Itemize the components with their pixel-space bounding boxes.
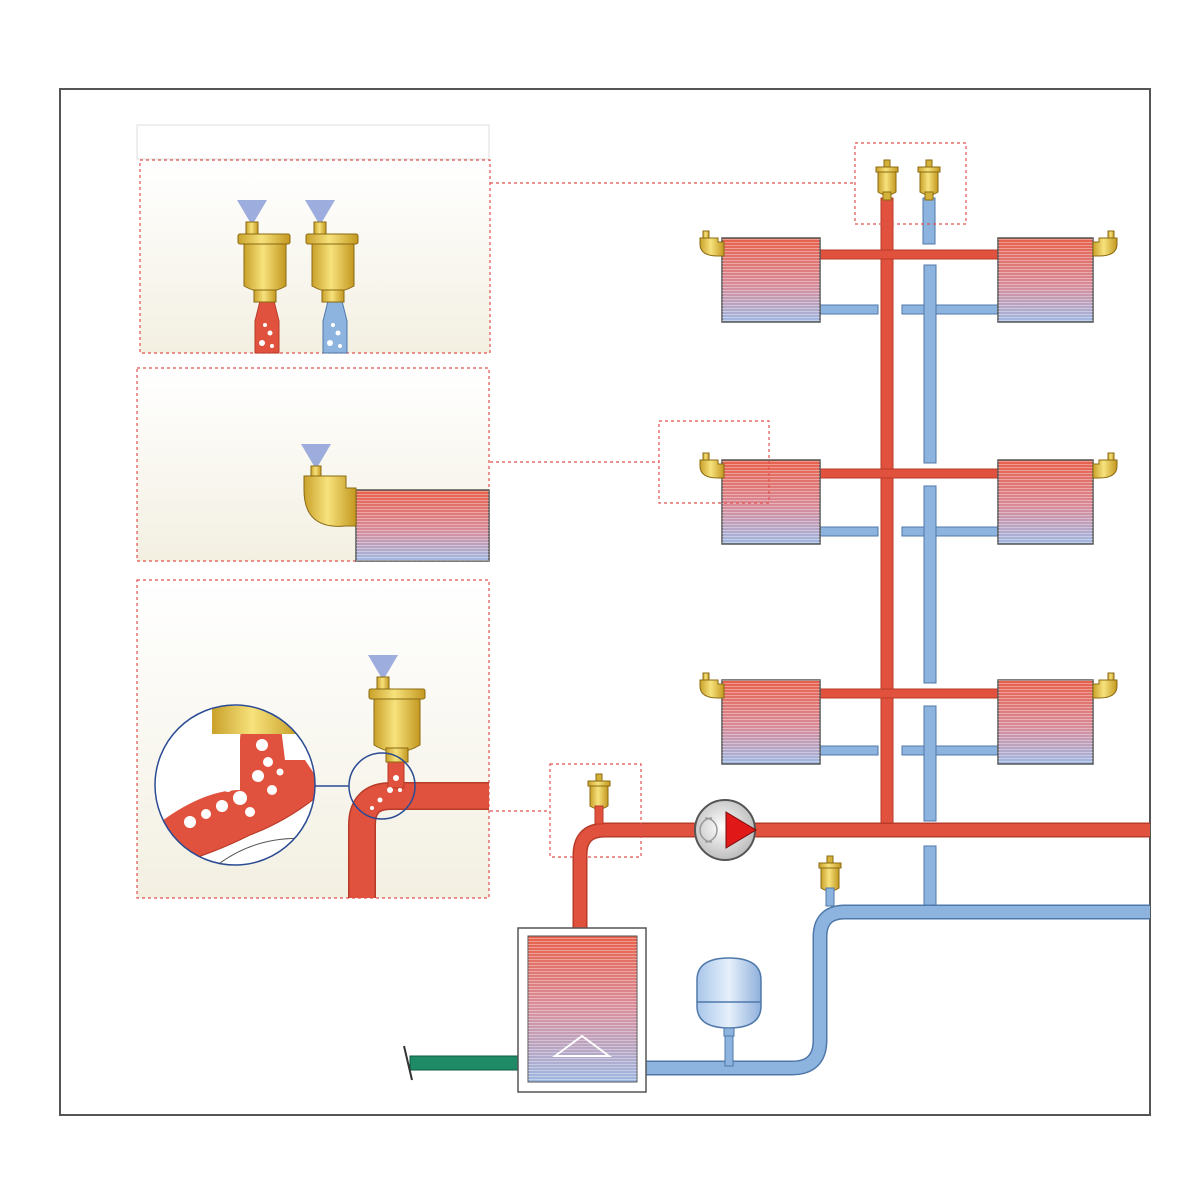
expansion-vessel xyxy=(696,957,762,1037)
radiator xyxy=(997,459,1094,545)
boiler-outlet-air-vent xyxy=(587,773,611,825)
gas-supply-pipe xyxy=(403,1045,531,1081)
radiator xyxy=(721,679,821,765)
air-vent-top-hot xyxy=(875,159,899,201)
detail-radiator-vent xyxy=(136,367,490,562)
radiator xyxy=(997,679,1094,765)
callout-connectors xyxy=(490,142,967,858)
detail-top-vents xyxy=(136,124,491,354)
boiler xyxy=(517,927,647,1093)
radiator-air-vent xyxy=(699,230,1118,699)
radiator xyxy=(721,459,821,545)
detail-bend-bubbles xyxy=(136,579,490,899)
air-vent-top-cold xyxy=(917,159,941,201)
air-vent-icon xyxy=(305,200,359,303)
cold-return-riser xyxy=(819,197,999,909)
air-vent-icon xyxy=(237,200,291,303)
return-air-vent xyxy=(818,855,842,907)
circulation-pump xyxy=(694,799,757,861)
radiator xyxy=(997,237,1094,323)
radiator xyxy=(721,237,821,323)
